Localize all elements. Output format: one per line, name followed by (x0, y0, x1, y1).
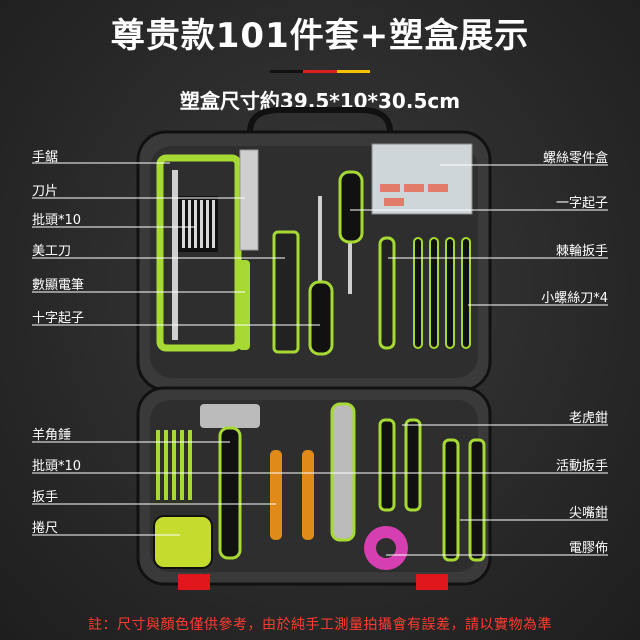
flag-stripe-black (270, 70, 304, 73)
pliers-orange-icon (302, 450, 314, 540)
latch-right-icon (416, 574, 448, 590)
page-title: 尊贵款101件套+塑盒展示 (110, 16, 530, 56)
latch-left-icon (178, 574, 210, 590)
needle-nose-pliers-icon (442, 438, 460, 562)
screws-icon (380, 184, 448, 206)
label-bits-bottom: 批頭*10 (32, 459, 82, 474)
voltage-pen-icon (238, 260, 250, 350)
label-needle-nose-pliers: 尖嘴鉗 (568, 506, 608, 521)
wrench-icon (270, 450, 282, 540)
flag-stripe-red (303, 70, 337, 73)
label-linesman-pliers: 老虎鉗 (568, 411, 608, 426)
label-screw-box: 螺絲零件盒 (542, 151, 608, 166)
label-phillips-screwdriver: 十字起子 (32, 311, 85, 326)
label-tape-measure: 捲尺 (32, 521, 59, 536)
blades-icon (239, 149, 259, 251)
label-wrench: 扳手 (32, 490, 59, 505)
linesman-pliers-icon (378, 418, 396, 512)
label-ratchet-wrench: 棘輪扳手 (555, 244, 608, 259)
small-screwdrivers-icon (413, 237, 471, 349)
screwdrivers-icon (308, 170, 396, 356)
utility-knife-icon (272, 230, 300, 354)
leader-lines (32, 162, 608, 556)
handle-icon (247, 107, 393, 133)
hacksaw-icon (156, 154, 242, 352)
label-voltage-pen: 數顯電筆 (32, 278, 85, 293)
hammer-handle-icon (218, 426, 242, 560)
flag-stripe (270, 70, 370, 73)
label-blades: 刀片 (32, 184, 59, 199)
label-small-screwdrivers: 小螺絲刀*4 (541, 291, 608, 306)
flag-stripe-gold (336, 70, 370, 73)
disclaimer-note: 註：尺寸與顏色僅供參考，由於純手工測量拍攝會有誤差，請以實物為準 (88, 617, 552, 633)
label-adjustable-wrench: 活動扳手 (555, 459, 608, 474)
hammer-head-icon (200, 404, 260, 428)
label-electrical-tape: 電膠佈 (568, 541, 608, 556)
label-hacksaw: 手鋸 (32, 150, 59, 165)
bits-icon (182, 200, 215, 248)
label-bits-top: 批頭*10 (32, 213, 82, 228)
adjustable-wrench-icon (330, 402, 356, 542)
label-utility-knife: 美工刀 (32, 244, 72, 259)
saw-blade-icon (172, 170, 178, 340)
tape-measure-icon (153, 515, 213, 569)
label-claw-hammer: 羊角錘 (32, 428, 72, 443)
label-flat-screwdriver: 一字起子 (555, 196, 608, 211)
